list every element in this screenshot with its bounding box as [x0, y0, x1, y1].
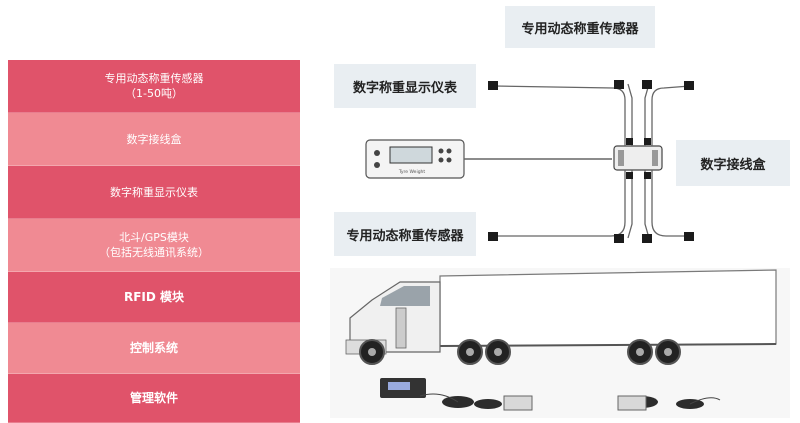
component-list: 专用动态称重传感器 （1-50吨） 数字接线盒 数字称重显示仪表 北斗/GPS模… — [8, 60, 300, 423]
sensor-plugs — [488, 80, 694, 243]
junction-box-icon — [613, 145, 663, 171]
list-item-label: 控制系统 — [129, 340, 178, 355]
display-label: 数字称重显示仪表 — [334, 64, 476, 108]
list-item-label: 管理软件 — [129, 390, 178, 405]
sensor-label-bottom: 专用动态称重传感器 — [334, 212, 476, 256]
list-item-label: 数字称重显示仪表 — [110, 185, 198, 199]
list-item-label: 北斗/GPS模块 — [119, 231, 189, 244]
display-unit-text: Tyre Weight — [398, 169, 426, 175]
list-item-control-system: 控制系统 — [8, 323, 300, 374]
list-item-label: RFID 模块 — [123, 289, 185, 304]
top-cables — [494, 83, 691, 146]
list-item-label: 数字接线盒 — [126, 132, 182, 146]
list-item-label: 专用动态称重传感器 — [104, 72, 204, 85]
junction-box-label: 数字接线盒 — [676, 140, 790, 186]
list-item-sublabel: （包括无线通讯系统） — [99, 246, 209, 259]
display-instrument-icon: Tyre Weight — [365, 139, 465, 179]
list-item-gps: 北斗/GPS模块 （包括无线通讯系统） — [8, 219, 300, 272]
list-item-rfid: RFID 模块 — [8, 272, 300, 323]
list-item-junction-box: 数字接线盒 — [8, 113, 300, 166]
list-item-display: 数字称重显示仪表 — [8, 166, 300, 219]
sensor-label-top: 专用动态称重传感器 — [505, 6, 655, 48]
list-item-sensor: 专用动态称重传感器 （1-50吨） — [8, 60, 300, 113]
list-item-sublabel: （1-50吨） — [125, 87, 183, 100]
truck-illustration — [330, 268, 790, 418]
bottom-cables — [495, 170, 690, 239]
